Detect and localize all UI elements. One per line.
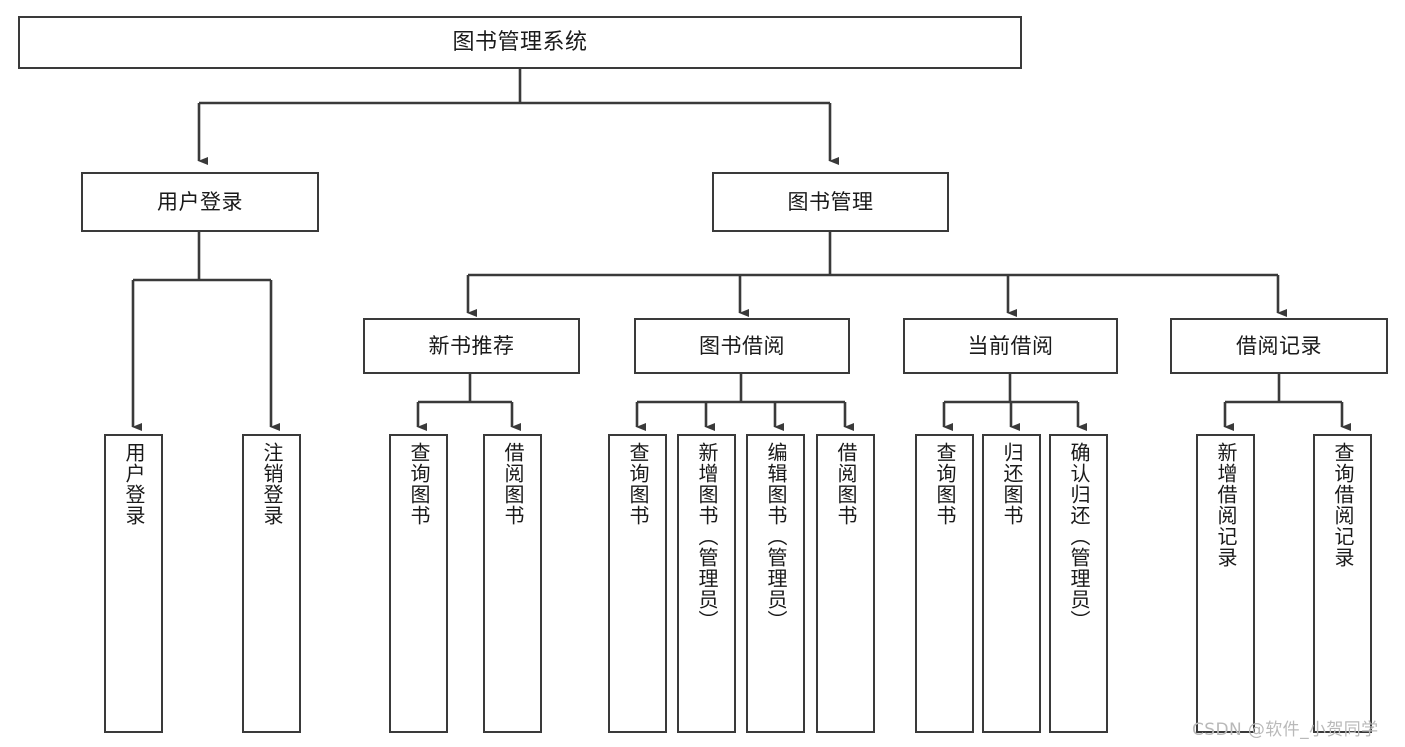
node-label: 当前借阅 <box>967 333 1054 358</box>
node-leaf-logout[interactable]: 注销登录 <box>242 434 301 733</box>
node-label: 用户登录 <box>122 442 146 526</box>
node-label: 新书推荐 <box>428 333 515 358</box>
node-leaf-query-book-borrow[interactable]: 查询图书 <box>608 434 667 733</box>
node-label: 用户登录 <box>157 189 243 214</box>
node-user-login[interactable]: 用户登录 <box>81 172 319 232</box>
node-root-book-management-system[interactable]: 图书管理系统 <box>18 16 1022 69</box>
node-label: 注销登录 <box>260 442 284 526</box>
node-leaf-add-book-admin[interactable]: 新增图书（管理员） <box>677 434 736 733</box>
node-book-management[interactable]: 图书管理 <box>712 172 949 232</box>
node-new-book-recommend[interactable]: 新书推荐 <box>363 318 580 374</box>
node-current-borrow[interactable]: 当前借阅 <box>903 318 1118 374</box>
node-label: 新增图书（管理员） <box>695 442 719 631</box>
node-label: 图书管理 <box>787 189 874 214</box>
node-book-borrow[interactable]: 图书借阅 <box>634 318 850 374</box>
node-leaf-query-borrow-record[interactable]: 查询借阅记录 <box>1313 434 1372 733</box>
node-label: 归还图书 <box>1000 442 1024 526</box>
node-leaf-return-book[interactable]: 归还图书 <box>982 434 1041 733</box>
node-leaf-add-borrow-record[interactable]: 新增借阅记录 <box>1196 434 1255 733</box>
node-label: 借阅图书 <box>834 442 858 526</box>
node-label: 查询图书 <box>933 442 957 526</box>
node-label: 图书借阅 <box>699 333 785 358</box>
node-leaf-query-book-current[interactable]: 查询图书 <box>915 434 974 733</box>
node-label: 借阅记录 <box>1236 333 1322 358</box>
node-leaf-borrow-book-borrow[interactable]: 借阅图书 <box>816 434 875 733</box>
node-label: 新增借阅记录 <box>1214 442 1238 568</box>
node-label: 编辑图书（管理员） <box>764 442 788 631</box>
node-label: 图书管理系统 <box>452 29 588 55</box>
node-label: 查询图书 <box>626 442 650 526</box>
node-leaf-confirm-return-admin[interactable]: 确认归还（管理员） <box>1049 434 1108 733</box>
node-label: 查询借阅记录 <box>1331 442 1355 568</box>
node-label: 确认归还（管理员） <box>1067 442 1091 631</box>
node-leaf-query-book-newbook[interactable]: 查询图书 <box>389 434 448 733</box>
node-leaf-user-login[interactable]: 用户登录 <box>104 434 163 733</box>
node-label: 借阅图书 <box>501 442 525 526</box>
node-borrow-record[interactable]: 借阅记录 <box>1170 318 1388 374</box>
node-leaf-edit-book-admin[interactable]: 编辑图书（管理员） <box>746 434 805 733</box>
node-leaf-borrow-book-newbook[interactable]: 借阅图书 <box>483 434 542 733</box>
node-label: 查询图书 <box>407 442 431 526</box>
